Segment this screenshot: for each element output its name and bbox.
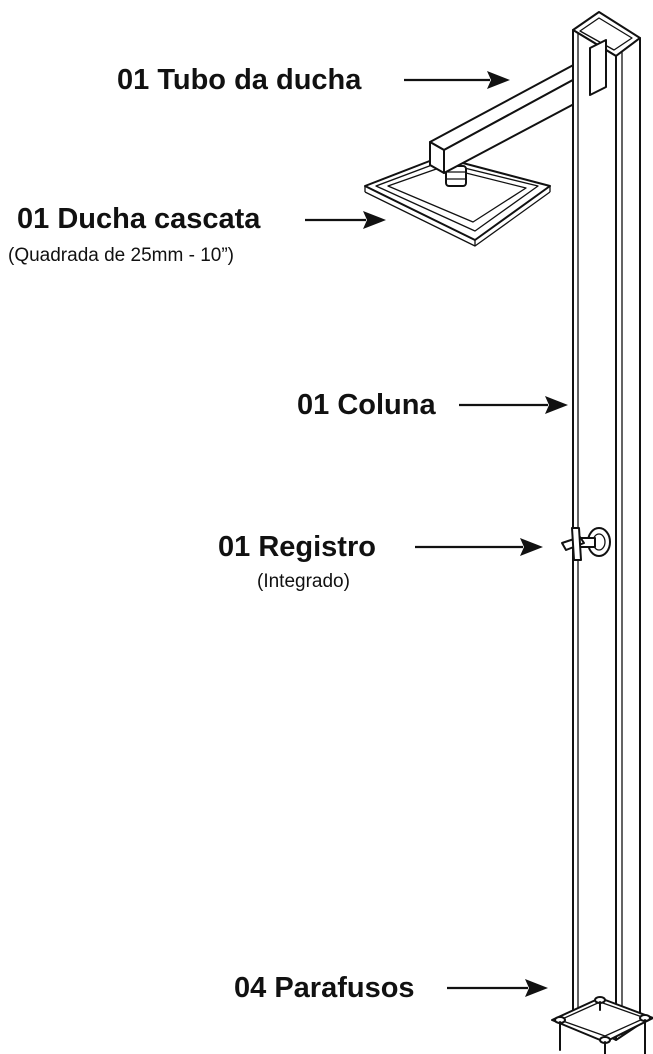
arrow-coluna-head: [545, 396, 568, 414]
screw: [594, 996, 606, 1011]
label-tubo: 01 Tubo da ducha: [117, 64, 362, 96]
arrow-tubo-head: [487, 71, 510, 89]
arrow-registro-head: [520, 538, 543, 556]
label-registro-sub: (Integrado): [257, 571, 350, 592]
valve: [561, 527, 611, 561]
screw: [554, 1016, 566, 1051]
arrow-ducha-head: [363, 211, 386, 229]
label-ducha: 01 Ducha cascata: [17, 203, 261, 235]
column: [572, 11, 641, 1041]
shower-connector: [445, 165, 467, 187]
screw: [639, 1014, 651, 1054]
cascade-shower-head: [364, 156, 551, 247]
screw: [599, 1036, 611, 1054]
label-registro: 01 Registro: [218, 531, 376, 563]
arrow-parafusos-head: [525, 979, 548, 997]
label-ducha-sub: (Quadrada de 25mm - 10”): [8, 245, 234, 266]
label-parafusos: 04 Parafusos: [234, 972, 415, 1004]
label-coluna: 01 Coluna: [297, 389, 436, 421]
